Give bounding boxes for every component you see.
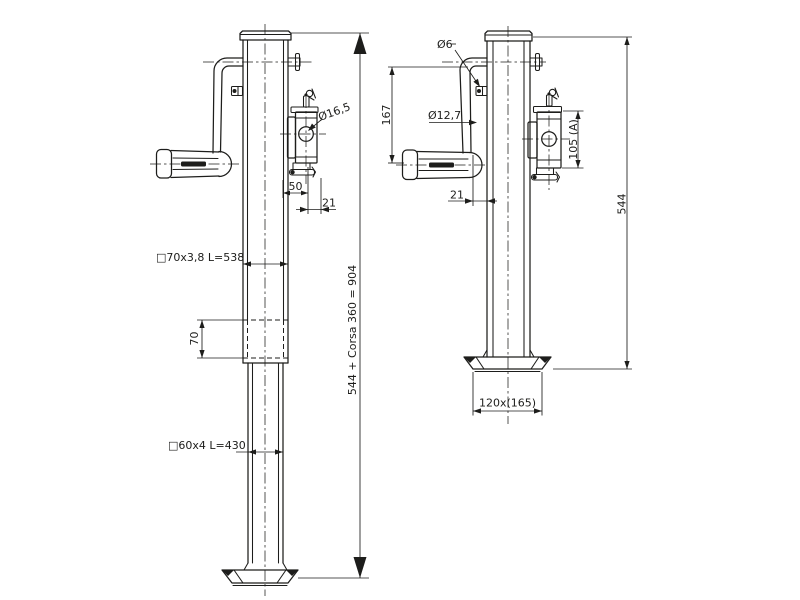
centerlines-right [396,26,570,424]
centerlines-left [150,24,326,596]
view-left-extended [150,24,326,596]
dim-crank-height: 167 [380,66,468,164]
dim-gear-height: 105 (A) [562,110,584,169]
dim-pin-dia: Ø6 [437,38,480,87]
dim-outer-tube-label: □70x3,8 L=538 [156,251,244,264]
tube-right [482,40,535,358]
dim-total-extension: 544 + Corsa 360 = 904 [291,32,369,579]
dim-inner-tube-label: □60x4 L=430 [168,439,246,452]
dim-rod-dia-label: Ø12,7 [428,109,461,122]
dim-outer-tube: □70x3,8 L=538 [156,251,288,267]
dim-hole-dia-label: Ø16,5 [317,100,353,124]
bottom-pin-left [288,162,317,178]
dimensions-right: Ø6 167 Ø12,7 105 (A) [380,36,632,416]
shaft-stub-right-view [529,52,543,72]
tube-top-cap [239,30,292,41]
dim-overall-height: 544 [533,36,632,370]
dim-gear-height-label: 105 (A) [567,119,580,160]
shaft-stub-left-view [287,52,301,72]
crank-grip-left [155,148,233,179]
crank-handle-left [155,57,244,179]
dim-inner-tube: □60x4 L=430 [168,439,283,455]
retaining-pin-left-view [230,85,244,97]
dimensions-left: Ø16,5 50 21 □70x3,8 L=538 [156,32,369,579]
gear-housing-left [286,88,319,178]
dim-rod-dia: Ø12,7 [428,109,477,126]
dim-total-extension-label: 544 + Corsa 360 = 904 [346,265,359,395]
dim-foot-plate-label: 120x(165) [479,397,536,410]
retaining-pin-right-view [475,85,488,97]
dim-gear-offset-label: 21 [322,197,336,210]
gear-housing-right [527,87,563,183]
bottom-pin-right [530,167,561,183]
dim-gear-offset: 21 [296,178,336,214]
inner-tube [243,362,288,571]
dim-overlap-label: 70 [188,332,201,346]
safety-clip-left [290,88,319,114]
dim-overlap: 70 [188,319,244,359]
view-right-retracted [396,26,570,424]
grip-brand-mark [429,162,454,168]
dim-pin-dia-label: Ø6 [437,38,453,51]
foot-plate-right [463,356,552,373]
foot-plate-left [221,569,299,587]
dim-gear-width-label: 50 [289,180,303,193]
dim-crank-offset: 21 [448,155,497,206]
dim-gear-width: 50 [282,167,309,214]
dim-overall-height-label: 544 [616,194,629,215]
grip-brand-mark [181,161,206,167]
crank-grip-right [401,149,483,181]
dim-hole-dia: Ø16,5 [308,100,352,131]
gear-shaft-hole [298,126,314,142]
dim-crank-height-label: 167 [380,105,393,126]
tube-top-cap-right [484,30,533,42]
safety-clip-right [532,87,563,114]
gear-shaft-hole [541,131,557,147]
collar-hidden-outline [243,319,288,359]
dim-crank-offset-label: 21 [450,189,464,202]
dim-foot-plate: 120x(165) [472,372,543,416]
outer-tube [242,39,289,364]
